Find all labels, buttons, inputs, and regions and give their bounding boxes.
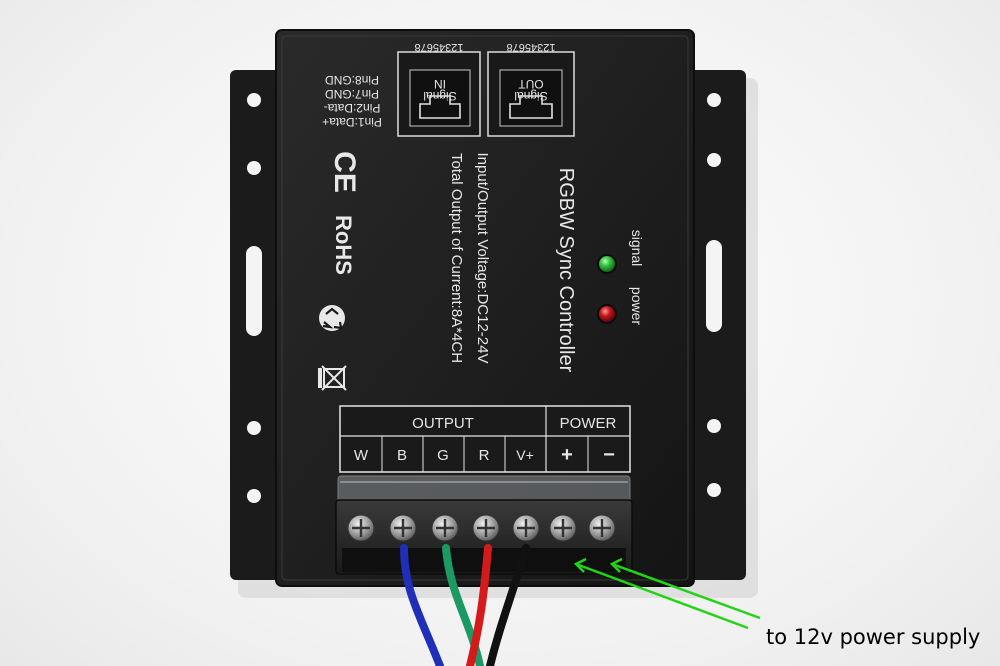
spec-voltage: Input/Output Voltage:DC12-24V bbox=[474, 153, 491, 364]
power-led-icon bbox=[597, 304, 617, 324]
terminal-screw-r[interactable] bbox=[472, 514, 500, 542]
terminal-label-b: B bbox=[397, 447, 407, 464]
terminal-label-minus: − bbox=[603, 444, 615, 466]
spec-current: Total Output of Current:8A*4CH bbox=[448, 153, 465, 363]
annotation-arrows bbox=[573, 557, 761, 630]
port-out-label-dir: OUT bbox=[518, 77, 544, 91]
pin-label: Pin8:GND bbox=[325, 73, 379, 87]
mount-slot-icon bbox=[246, 246, 262, 336]
mount-hole-icon bbox=[707, 153, 721, 167]
mount-hole-icon bbox=[247, 421, 261, 435]
terminal-label-panel: OUTPUT POWER W B G R V+ + − bbox=[339, 405, 631, 473]
rj45-port-out[interactable]: 12345678 Signal OUT bbox=[487, 41, 575, 137]
port-out-pin-numbers: 12345678 bbox=[507, 41, 556, 53]
signal-led-label: signal bbox=[629, 230, 645, 267]
ce-mark: CE bbox=[328, 151, 361, 193]
power-header: POWER bbox=[560, 415, 617, 432]
terminal-screw-g[interactable] bbox=[431, 514, 459, 542]
output-header: OUTPUT bbox=[412, 415, 474, 432]
pin-label: Pin2:Data- bbox=[324, 101, 381, 115]
terminal-label-vplus: V+ bbox=[516, 447, 534, 463]
pin-label: Pin1:Data+ bbox=[322, 115, 382, 129]
arrow-to-plus bbox=[575, 562, 749, 630]
terminal-screw-minus[interactable] bbox=[588, 514, 616, 542]
terminal-label-g: G bbox=[437, 447, 449, 464]
arrow-head-icon bbox=[573, 557, 587, 573]
rj45-port-icon bbox=[419, 95, 461, 119]
pin-label-block: Pin1:Data+ Pin2:Data- Pin7:GND Pin8:GND bbox=[322, 73, 382, 129]
mount-hole-icon bbox=[247, 93, 261, 107]
rohs-mark: RoHS bbox=[331, 215, 356, 275]
mount-hole-icon bbox=[707, 93, 721, 107]
arrow-head-icon bbox=[609, 557, 623, 573]
device-title: RGBW Sync Controller bbox=[555, 168, 577, 373]
pin-label: Pin7:GND bbox=[325, 87, 379, 101]
mount-hole-icon bbox=[707, 419, 721, 433]
port-out-label-signal: Signal bbox=[514, 89, 547, 103]
terminal-screw-w[interactable] bbox=[347, 514, 375, 542]
terminal-label-w: W bbox=[354, 447, 369, 464]
rj45-port-icon bbox=[509, 95, 553, 119]
wire-blue bbox=[400, 544, 444, 666]
terminal-screws bbox=[347, 514, 616, 542]
mount-hole-icon bbox=[247, 161, 261, 175]
rj45-port-in[interactable]: 12345678 Signal IN bbox=[397, 41, 481, 137]
port-in-label-dir: IN bbox=[434, 77, 446, 91]
terminal-screw-plus[interactable] bbox=[549, 514, 577, 542]
terminal-screw-vplus[interactable] bbox=[512, 514, 540, 542]
annotation-text: to 12v power supply bbox=[766, 625, 980, 649]
recycle-icon bbox=[319, 305, 345, 331]
terminal-screw-b[interactable] bbox=[389, 514, 417, 542]
terminal-label-plus: + bbox=[561, 444, 573, 466]
wire-red bbox=[466, 544, 492, 666]
mount-hole-icon bbox=[707, 483, 721, 497]
weee-bin-icon bbox=[318, 365, 347, 391]
terminal-label-r: R bbox=[479, 447, 490, 464]
port-in-label-signal: Signal bbox=[423, 89, 456, 103]
mount-hole-icon bbox=[247, 489, 261, 503]
mount-slot-icon bbox=[706, 240, 722, 332]
arrow-to-minus bbox=[611, 562, 761, 620]
wire-black bbox=[486, 544, 530, 666]
wire-bundle bbox=[400, 544, 530, 666]
power-led-label: power bbox=[629, 287, 645, 325]
port-in-pin-numbers: 12345678 bbox=[415, 41, 464, 53]
signal-led-icon bbox=[597, 254, 617, 274]
